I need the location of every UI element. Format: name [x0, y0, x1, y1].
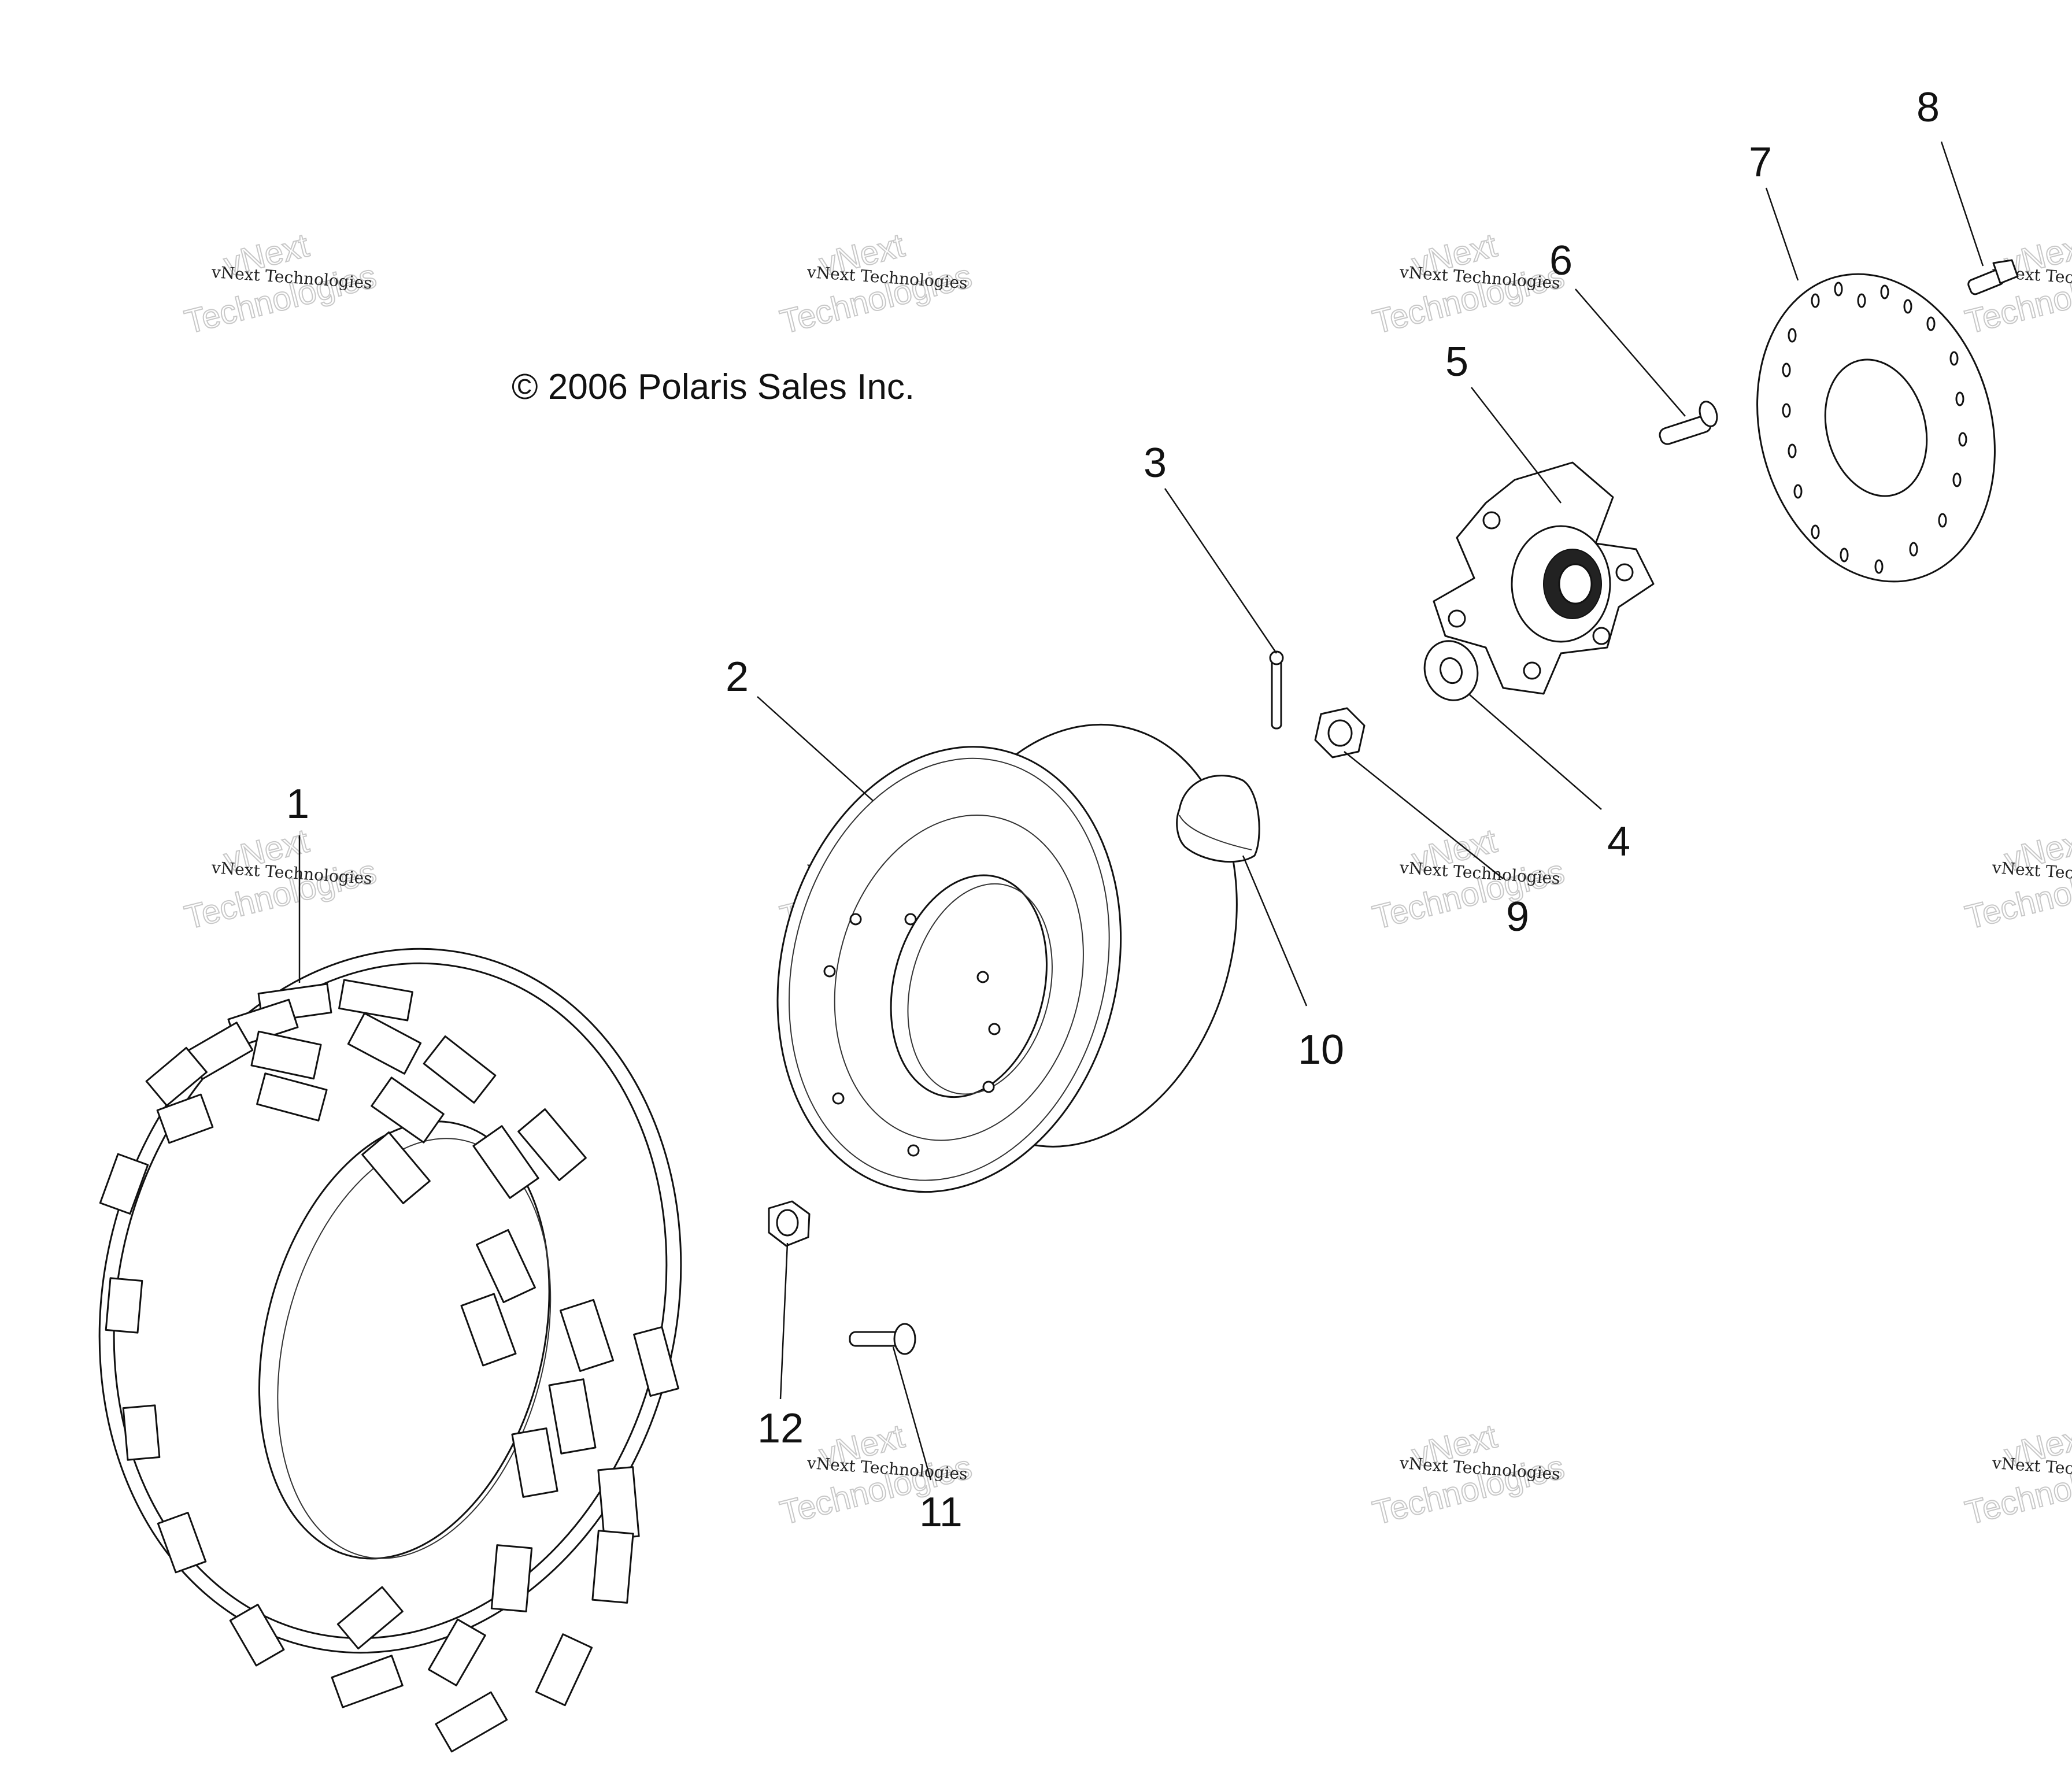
- part-11-wheel-stud: [849, 1323, 916, 1355]
- callout-3: 3: [1144, 440, 1167, 486]
- part-10-hub-cap: [1176, 775, 1260, 863]
- callout-6: 6: [1549, 238, 1572, 284]
- watermark: vNext Technologies vNext Technologies: [180, 225, 380, 341]
- wheel-bolt-holes: [823, 913, 1001, 1157]
- leader-line-4: [1468, 693, 1602, 810]
- callout-11: 11: [919, 1489, 963, 1536]
- part-9-castle-nut: [1314, 707, 1366, 758]
- leader-line-10: [1242, 855, 1308, 1007]
- watermark: vNext Technologies vNext Technologies: [1368, 821, 1568, 937]
- callout-5: 5: [1445, 339, 1468, 385]
- leader-line-3: [1164, 488, 1278, 654]
- part-2-wheel-rim: [776, 723, 1238, 1193]
- part-6-stud-bolt: [1659, 401, 1718, 445]
- part-3-cotter-pin: [1269, 650, 1284, 730]
- leader-line-5: [1471, 387, 1562, 504]
- callout-4: 4: [1607, 819, 1630, 865]
- callout-9: 9: [1506, 894, 1529, 940]
- brake-disc-slots: [1782, 282, 1967, 574]
- tire-tread-blocks: [99, 979, 679, 1753]
- callout-12: 12: [757, 1405, 804, 1452]
- part-1-tire: [98, 948, 682, 1753]
- watermark: vNext Technologies vNext Technologies: [1961, 1416, 2072, 1532]
- callout-1: 1: [286, 781, 309, 827]
- watermark: vNext Technologies vNext Technologies: [1368, 1416, 1568, 1532]
- part-7-brake-disc: [1756, 273, 1996, 583]
- leader-lines: [298, 141, 1984, 1481]
- watermark: vNext Technologies vNext Technologies: [1961, 821, 2072, 937]
- watermark: vNext Technologies vNext Technologies: [776, 225, 976, 341]
- leader-line-2: [757, 696, 874, 801]
- callout-10: 10: [1298, 1027, 1344, 1073]
- leader-line-9: [1344, 751, 1504, 879]
- part-12-lug-nut: [768, 1200, 811, 1247]
- leader-line-6: [1575, 288, 1686, 417]
- watermark: vNext Technologies vNext Technologies: [1368, 225, 1568, 341]
- callout-2: 2: [726, 654, 749, 700]
- leader-line-11: [892, 1346, 932, 1481]
- callout-8: 8: [1916, 84, 1940, 131]
- leader-line-8: [1940, 141, 1984, 267]
- part-5-wheel-hub: [1433, 461, 1655, 695]
- part-8-disc-bolt: [1967, 259, 2019, 295]
- leader-line-12: [779, 1242, 789, 1400]
- copyright-text: © 2006 Polaris Sales Inc.: [512, 367, 915, 407]
- leader-line-7: [1765, 187, 1799, 281]
- watermark: vNext Technologies vNext Technologies: [180, 821, 380, 937]
- callout-labels: 1 2 3 4 5 6 7 8 9 10 11 12: [286, 84, 1940, 1536]
- callout-7: 7: [1749, 139, 1772, 186]
- part-4-washer: [1423, 640, 1479, 701]
